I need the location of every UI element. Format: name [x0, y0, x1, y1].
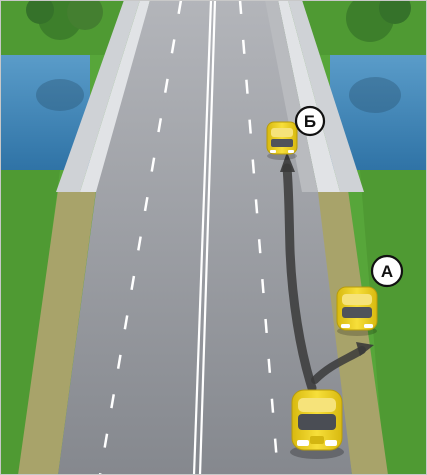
right-shoulder — [312, 190, 388, 475]
left-shoulder — [18, 190, 96, 475]
trees-right — [346, 0, 411, 42]
water-reflections — [36, 77, 401, 113]
center-line-1 — [192, 0, 213, 475]
car-icon — [290, 389, 344, 459]
lane-mark-left — [98, 0, 183, 475]
bridge-sidewalk-right — [265, 0, 318, 192]
bridge-rail-right — [288, 0, 364, 192]
marker-b: Б — [294, 105, 326, 137]
right-bank — [360, 170, 427, 475]
marker-a-label: А — [381, 262, 393, 281]
path-arrow-icon — [280, 152, 374, 393]
road-surface — [58, 0, 352, 475]
bridge-rail-left-inner — [80, 0, 150, 192]
left-bank — [0, 170, 60, 475]
trees-left — [26, 0, 103, 40]
car-icon — [266, 121, 298, 160]
car-icon — [336, 286, 378, 336]
bridge-rail-left — [56, 0, 140, 192]
marker-b-label: Б — [304, 112, 316, 131]
bridge-rail-right-inner — [278, 0, 340, 192]
center-line-2 — [198, 0, 217, 475]
marker-a: А — [370, 254, 404, 288]
